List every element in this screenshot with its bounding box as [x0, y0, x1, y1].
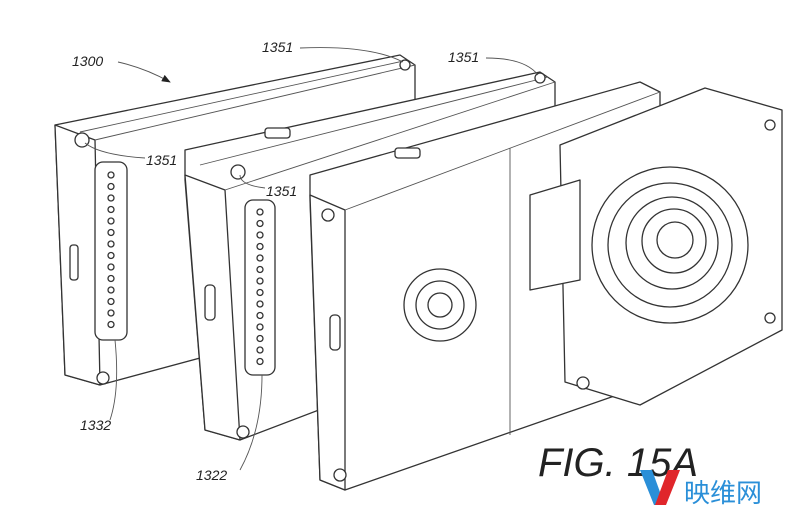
label-1351-side-1: 1351 [146, 152, 177, 168]
connector-pin [107, 217, 115, 225]
leader-lines [84, 47, 539, 471]
connector-strip-1322 [244, 199, 276, 376]
connector-pin [107, 205, 115, 214]
connector-pin [107, 320, 115, 329]
label-1351-side-2: 1351 [266, 183, 297, 199]
connector-pin [256, 323, 264, 331]
connector-pin [256, 208, 264, 216]
label-1351-top-1: 1351 [262, 39, 293, 55]
label-1300: 1300 [72, 53, 103, 69]
connector-pin [256, 242, 264, 251]
connector-pin [256, 277, 264, 285]
label-1351-top-2: 1351 [448, 49, 479, 65]
connector-pin [256, 300, 264, 308]
connector-pin [107, 194, 115, 202]
connector-pin [256, 219, 264, 228]
connector-strip-1332 [94, 161, 128, 341]
connector-pin [256, 334, 264, 343]
connector-pin [107, 263, 115, 271]
connector-pin [107, 309, 115, 317]
connector-pin [107, 228, 115, 237]
label-1322: 1322 [196, 467, 227, 483]
connector-pin [256, 265, 264, 274]
connector-pin [107, 171, 115, 179]
connector-pin [107, 297, 115, 306]
connector-pin [107, 286, 115, 294]
connector-pin [256, 357, 264, 366]
connector-pin [107, 251, 115, 260]
connector-pin [256, 288, 264, 297]
label-1332: 1332 [80, 417, 111, 433]
watermark-text: 映维网 [684, 479, 762, 509]
connector-pin [256, 231, 264, 239]
connector-pin [107, 274, 115, 283]
connector-pin [107, 240, 115, 248]
connector-pin [256, 311, 264, 320]
lens-module [529, 87, 783, 406]
connector-pin [256, 346, 264, 354]
connector-pin [107, 182, 115, 191]
watermark-logo: 映维网 [640, 470, 762, 509]
connector-pin [256, 254, 264, 262]
